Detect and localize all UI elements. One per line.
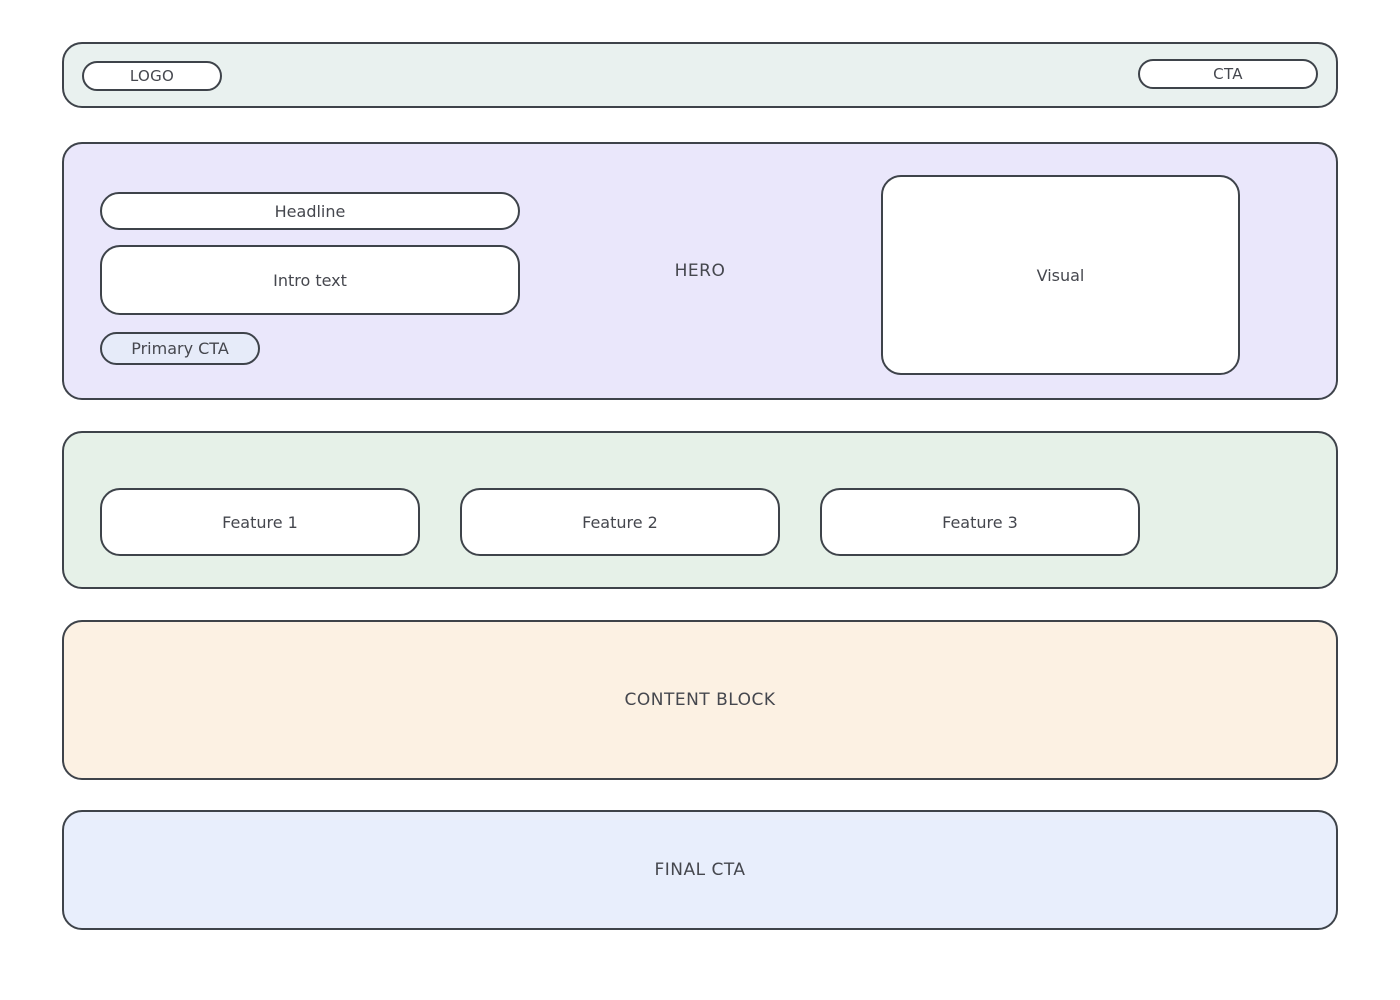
feature-card-2: Feature 2: [460, 488, 780, 556]
hero-visual-placeholder: Visual: [881, 175, 1240, 375]
logo[interactable]: LOGO: [82, 61, 222, 91]
topbar-section: LOGO CTA: [62, 42, 1338, 108]
headline-box: Headline: [100, 192, 520, 230]
hero-section: Headline Intro text Primary CTA HERO Vis…: [62, 142, 1338, 400]
feature-card-1: Feature 1: [100, 488, 420, 556]
feature-card-3: Feature 3: [820, 488, 1140, 556]
intro-text-box: Intro text: [100, 245, 520, 315]
topbar-cta-button[interactable]: CTA: [1138, 59, 1318, 89]
content-block-section: CONTENT BLOCK: [62, 620, 1338, 780]
features-section: Feature 1 Feature 2 Feature 3: [62, 431, 1338, 589]
final-cta-label: FINAL CTA: [654, 860, 746, 880]
hero-section-label: HERO: [674, 261, 726, 281]
final-cta-section: FINAL CTA: [62, 810, 1338, 930]
content-block-label: CONTENT BLOCK: [624, 690, 776, 710]
primary-cta-button[interactable]: Primary CTA: [100, 332, 260, 365]
